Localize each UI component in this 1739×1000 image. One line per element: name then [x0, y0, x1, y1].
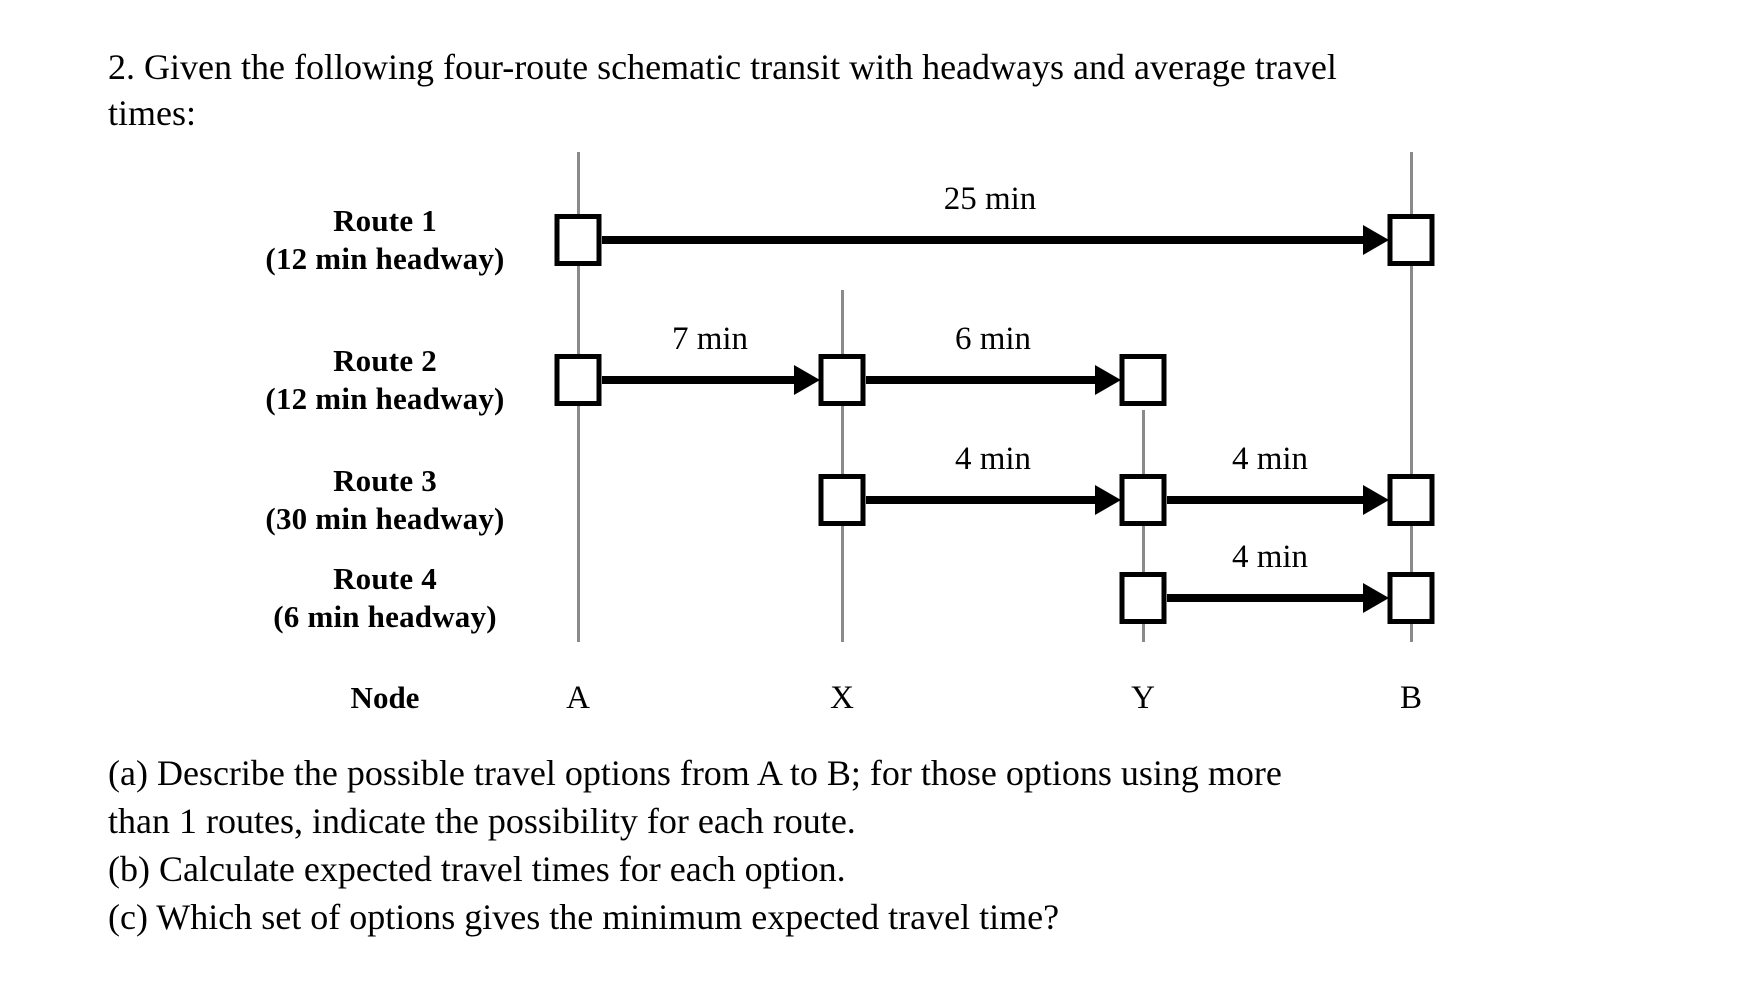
route-segment-arrowhead-route1-1 [1363, 225, 1389, 255]
route-segment-line-route1-1 [602, 236, 1365, 244]
route-name: Route 4 [333, 561, 437, 597]
node-box-route3-b [1387, 474, 1435, 526]
question-prompt: 2. Given the following four-route schema… [108, 44, 1638, 136]
route-label-route4: Route 4(6 min headway) [240, 560, 530, 636]
prompt-line-2: times: [108, 93, 196, 134]
route-label-route2: Route 2(12 min headway) [240, 342, 530, 418]
travel-time-label-route3-1: 4 min [954, 441, 1032, 477]
route-headway: (30 min headway) [265, 501, 505, 536]
node-box-route2-a [554, 354, 602, 406]
route-segment-line-route3-1 [866, 496, 1097, 504]
subquestion-a-line2: than 1 routes, indicate the possibility … [108, 800, 856, 841]
subquestion-b: (b) Calculate expected travel times for … [108, 848, 846, 889]
node-box-route3-y [1119, 474, 1167, 526]
route-segment-line-route2-1 [602, 376, 796, 384]
route-name: Route 1 [333, 203, 437, 239]
node-name-b: B [1399, 680, 1423, 716]
route-segment-arrowhead-route2-2 [1095, 365, 1121, 395]
node-box-route4-y [1119, 572, 1167, 624]
node-guide-line-b [1410, 152, 1413, 642]
node-box-route2-x [818, 354, 866, 406]
subquestion-a: (a) Describe the possible travel options… [108, 750, 1638, 846]
prompt-line-1: 2. Given the following four-route schema… [108, 47, 1337, 87]
node-name-y: Y [1131, 680, 1155, 716]
route-segment-arrowhead-route4-1 [1363, 583, 1389, 613]
node-guide-line-y [1142, 410, 1145, 642]
route-segment-line-route4-1 [1167, 594, 1365, 602]
node-name-a: A [566, 680, 590, 716]
route-name: Route 3 [333, 463, 437, 499]
route-label-route1: Route 1(12 min headway) [240, 202, 530, 278]
node-box-route1-b [1387, 214, 1435, 266]
node-box-route1-a [554, 214, 602, 266]
travel-time-label-route2-1: 7 min [671, 321, 749, 357]
route-segment-arrowhead-route3-1 [1095, 485, 1121, 515]
route-segment-arrowhead-route3-2 [1363, 485, 1389, 515]
subquestion-a-line1: (a) Describe the possible travel options… [108, 753, 1282, 793]
route-segment-line-route2-2 [866, 376, 1097, 384]
route-name: Route 2 [333, 343, 437, 379]
node-row-caption: Node [350, 680, 420, 715]
route-headway: (6 min headway) [273, 599, 497, 634]
subquestion-list: (a) Describe the possible travel options… [108, 750, 1638, 942]
route-segment-arrowhead-route2-1 [794, 365, 820, 395]
route-headway: (12 min headway) [265, 381, 505, 416]
travel-time-label-route3-2: 4 min [1231, 441, 1309, 477]
node-box-route3-x [818, 474, 866, 526]
route-segment-line-route3-2 [1167, 496, 1365, 504]
node-guide-line-x [841, 290, 844, 642]
node-box-route4-b [1387, 572, 1435, 624]
route-headway: (12 min headway) [265, 241, 505, 276]
node-box-route2-y [1119, 354, 1167, 406]
node-name-x: X [830, 680, 854, 716]
travel-time-label-route2-2: 6 min [954, 321, 1032, 357]
route-label-route3: Route 3(30 min headway) [240, 462, 530, 538]
subquestion-c: (c) Which set of options gives the minim… [108, 896, 1060, 937]
travel-time-label-route1-1: 25 min [943, 181, 1037, 217]
travel-time-label-route4-1: 4 min [1231, 539, 1309, 575]
